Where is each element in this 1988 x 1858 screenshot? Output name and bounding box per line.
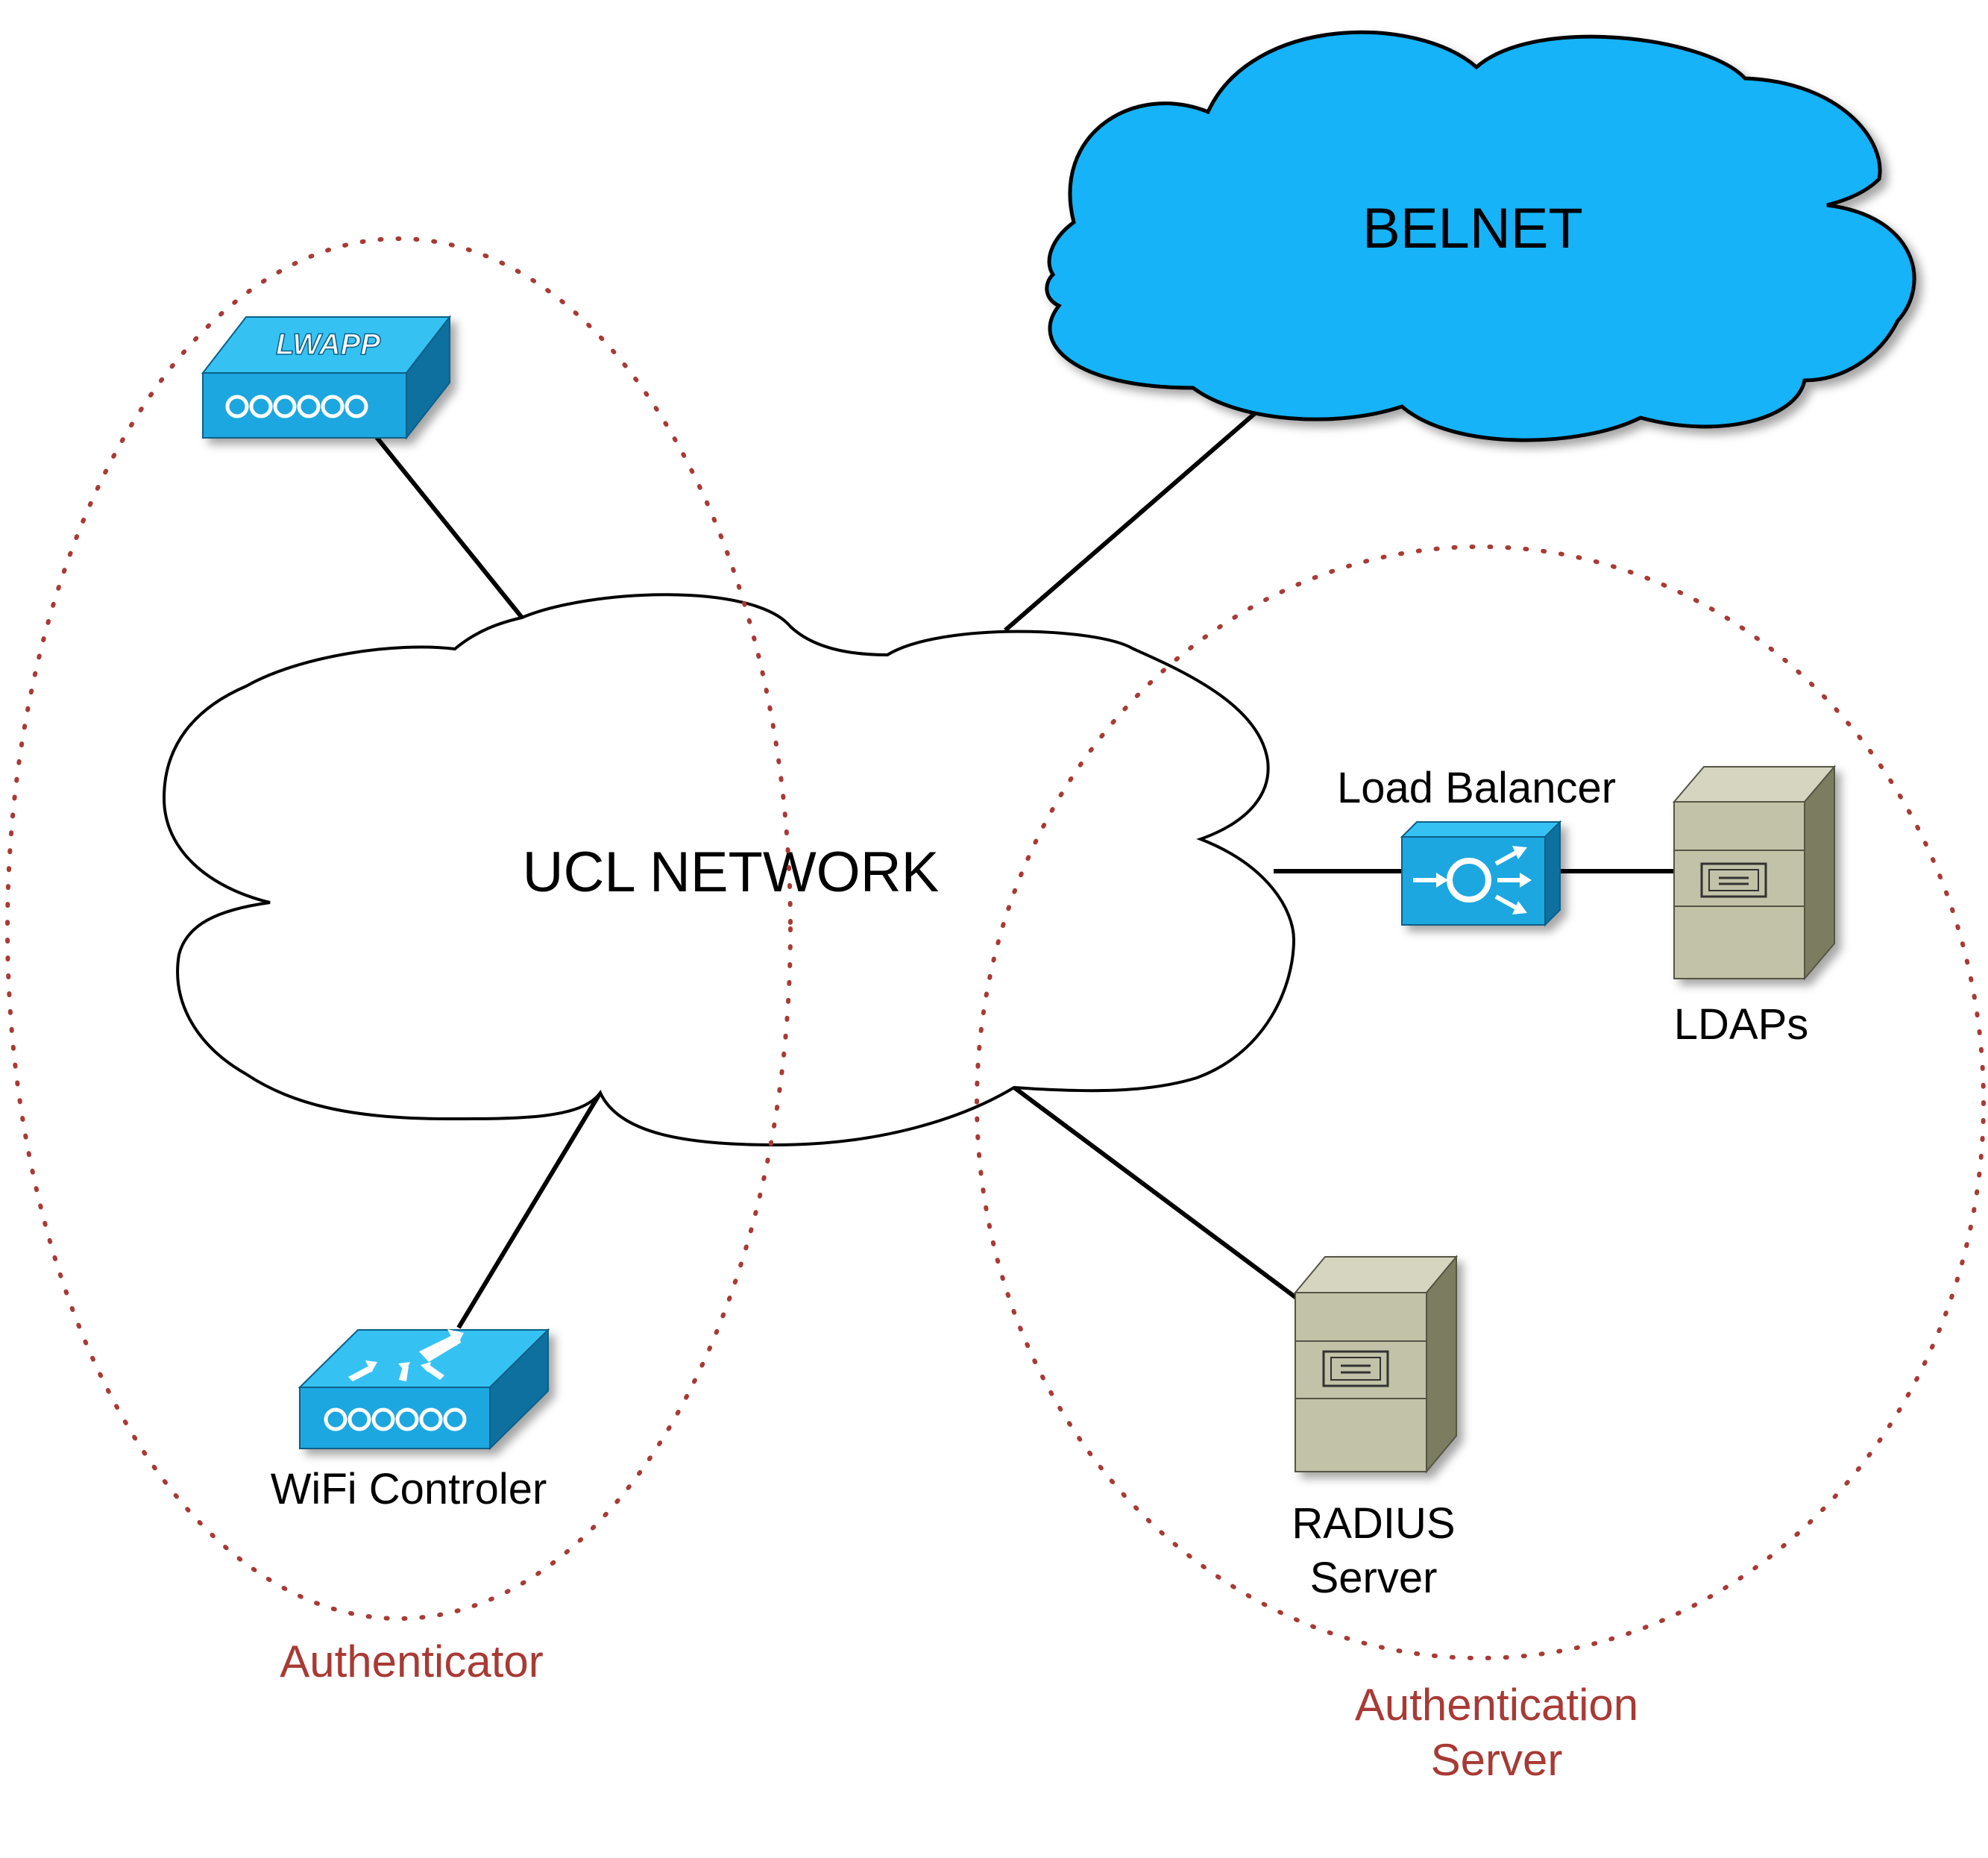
ucl-network-cloud-shape	[162, 593, 1296, 1147]
belnet-label: BELNET	[1362, 197, 1583, 260]
wifi-controller[interactable]: WiFi Controler	[271, 1328, 550, 1513]
radius-label-line1: RADIUS	[1292, 1499, 1455, 1548]
lwapp-badge: LWAPP	[276, 328, 380, 361]
wifi-controller-label: WiFi Controler	[271, 1465, 547, 1513]
link-controller-to-ucl	[456, 1091, 603, 1329]
wireless-lan-controller-icon	[298, 1328, 550, 1451]
load-balancer-icon	[1400, 820, 1562, 927]
radius-server[interactable]: RADIUS Server	[1292, 1255, 1459, 1602]
link-ucl-to-radius	[1013, 1085, 1303, 1304]
authentication-server-label-line1: Authentication	[1355, 1680, 1638, 1730]
load-balancer-label: Load Balancer	[1337, 764, 1616, 812]
links	[371, 407, 1678, 1329]
lwapp-access-point[interactable]: LWAPP	[201, 315, 452, 440]
ucl-network-cloud[interactable]: UCL NETWORK	[162, 593, 1296, 1147]
load-balancer[interactable]: Load Balancer	[1337, 764, 1616, 927]
link-ucl-to-belnet	[1004, 407, 1262, 633]
ucl-network-label: UCL NETWORK	[523, 841, 940, 904]
authentication-server-boundary	[975, 544, 1986, 1660]
radius-server-icon	[1293, 1255, 1459, 1474]
authentication-server-label-line2: Server	[1431, 1735, 1563, 1785]
ldaps-server-icon	[1672, 765, 1837, 981]
ldaps-label: LDAPs	[1674, 1000, 1809, 1049]
belnet-cloud[interactable]: BELNET	[1045, 30, 1916, 442]
lwapp-access-point-icon	[201, 315, 452, 440]
authenticator-label: Authenticator	[280, 1636, 544, 1686]
authenticator-boundary	[5, 236, 793, 1621]
ldaps-server[interactable]: LDAPs	[1672, 765, 1837, 1049]
link-lwapp-to-ucl	[371, 431, 524, 619]
radius-label-line2: Server	[1310, 1554, 1438, 1602]
belnet-cloud-shape	[1045, 30, 1916, 442]
